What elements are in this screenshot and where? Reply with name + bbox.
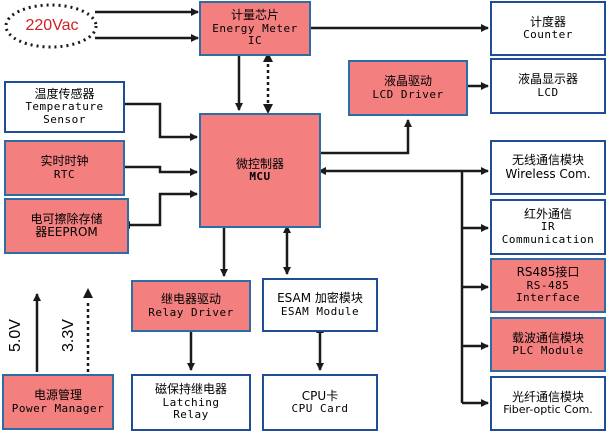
rtc-block: 实时时钟 RTC bbox=[4, 140, 125, 196]
eeprom-cn2: 器EEPROM bbox=[35, 225, 98, 239]
esam-cn: ESAM 加密模块 bbox=[277, 291, 363, 306]
rs485-cn: RS485接口 bbox=[516, 265, 580, 280]
ir-cn: 红外通信 bbox=[523, 206, 572, 221]
mcu-cn: 微控制器 bbox=[235, 156, 284, 171]
lcd-driver-block: 液晶驱动 LCD Driver bbox=[348, 60, 468, 116]
fiber-en: Fiber-optic Com. bbox=[503, 403, 593, 417]
rtc-en: RTC bbox=[53, 167, 76, 181]
voltage-33v-label: 3.3V bbox=[60, 319, 77, 352]
relay-driver-en: Relay Driver bbox=[148, 305, 234, 319]
ac-source-ellipse bbox=[4, 3, 98, 49]
eeprom-block: 电可擦除存储 器EEPROM bbox=[4, 198, 129, 254]
latching-relay-block: 磁保持继电器 Latching Relay bbox=[131, 374, 251, 431]
fiber-cn: 光纤通信模块 bbox=[511, 389, 584, 404]
power-manager-block: 电源管理 Power Manager bbox=[2, 374, 114, 430]
counter-block: 计度器 Counter bbox=[490, 1, 606, 56]
ir-block: 红外通信 IR Communication bbox=[490, 199, 606, 255]
power-manager-en: Power Manager bbox=[11, 401, 105, 415]
relay-driver-cn: 继电器驱动 bbox=[160, 292, 221, 307]
esam-block: ESAM 加密模块 ESAM Module bbox=[262, 278, 378, 332]
wireless-en: Wireless Com. bbox=[505, 166, 591, 181]
mcu-to-lcddriver bbox=[321, 119, 412, 155]
mcu-en: MCU bbox=[249, 170, 271, 184]
energy-meter-en1: Energy Meter bbox=[212, 21, 298, 35]
plc-block: 载波通信模块 PLC Module bbox=[490, 317, 606, 372]
lcd-driver-en: LCD Driver bbox=[372, 87, 444, 101]
energy-meter-block: 计量芯片 Energy Meter IC bbox=[199, 1, 311, 56]
cpu-card-en: CPU Card bbox=[291, 402, 349, 416]
lcd-block: 液晶显示器 LCD bbox=[490, 58, 606, 114]
wireless-block: 无线通信模块 Wireless Com. bbox=[490, 140, 606, 195]
energy-meter-cn: 计量芯片 bbox=[230, 8, 279, 23]
temperature-sensor-block: 温度传感器 Temperature Sensor bbox=[4, 81, 125, 133]
ir-en2: Communication bbox=[501, 232, 595, 246]
rail-33v-arrow bbox=[83, 288, 93, 298]
relay-driver-block: 继电器驱动 Relay Driver bbox=[131, 280, 251, 332]
meter-mcu-dotted-arrow-up bbox=[263, 52, 273, 62]
fiber-block: 光纤通信模块 Fiber-optic Com. bbox=[490, 376, 606, 431]
temp-sensor-en1: Temperature bbox=[25, 100, 104, 114]
temp-sensor-en2: Sensor bbox=[43, 112, 86, 126]
latching-relay-en2: Relay bbox=[173, 408, 209, 422]
ac-source-text: 220Vac bbox=[25, 17, 79, 35]
counter-cn: 计度器 bbox=[529, 14, 566, 29]
temp-sensor-cn: 温度传感器 bbox=[34, 86, 95, 101]
lcd-en: LCD bbox=[537, 85, 559, 99]
esam-en: ESAM Module bbox=[280, 304, 360, 318]
wireless-cn: 无线通信模块 bbox=[511, 153, 584, 168]
lcd-driver-cn: 液晶驱动 bbox=[383, 74, 432, 89]
plc-en: PLC Module bbox=[512, 344, 584, 358]
latching-relay-cn: 磁保持继电器 bbox=[154, 382, 227, 397]
latching-relay-en1: Latching bbox=[162, 395, 220, 409]
mcu-block: 微控制器 MCU bbox=[199, 113, 321, 228]
eeprom-mcu bbox=[122, 190, 198, 229]
rtc-cn: 实时时钟 bbox=[40, 154, 89, 169]
meter-mcu-dotted-arrow-down bbox=[263, 104, 273, 114]
rs485-en1: RS-485 bbox=[526, 278, 570, 292]
ir-en1: IR bbox=[540, 220, 556, 234]
power-manager-cn: 电源管理 bbox=[33, 388, 82, 403]
temp-to-mcu bbox=[125, 102, 198, 141]
eeprom-cn1: 电可擦除存储 bbox=[30, 211, 103, 226]
rs485-en2: Interface bbox=[515, 291, 581, 305]
ac-source-label: 220Vac bbox=[12, 14, 92, 38]
cpu-card-block: CPU卡 CPU Card bbox=[262, 374, 378, 431]
counter-en: Counter bbox=[523, 28, 573, 42]
rtc-to-mcu bbox=[125, 165, 198, 176]
cpu-card-cn: CPU卡 bbox=[301, 388, 339, 403]
plc-cn: 载波通信模块 bbox=[511, 330, 584, 345]
lcd-cn: 液晶显示器 bbox=[517, 72, 578, 87]
rs485-block: RS485接口 RS-485 Interface bbox=[490, 258, 606, 313]
voltage-5v-label: 5.0V bbox=[7, 319, 24, 352]
energy-meter-en2: IC bbox=[247, 34, 263, 48]
